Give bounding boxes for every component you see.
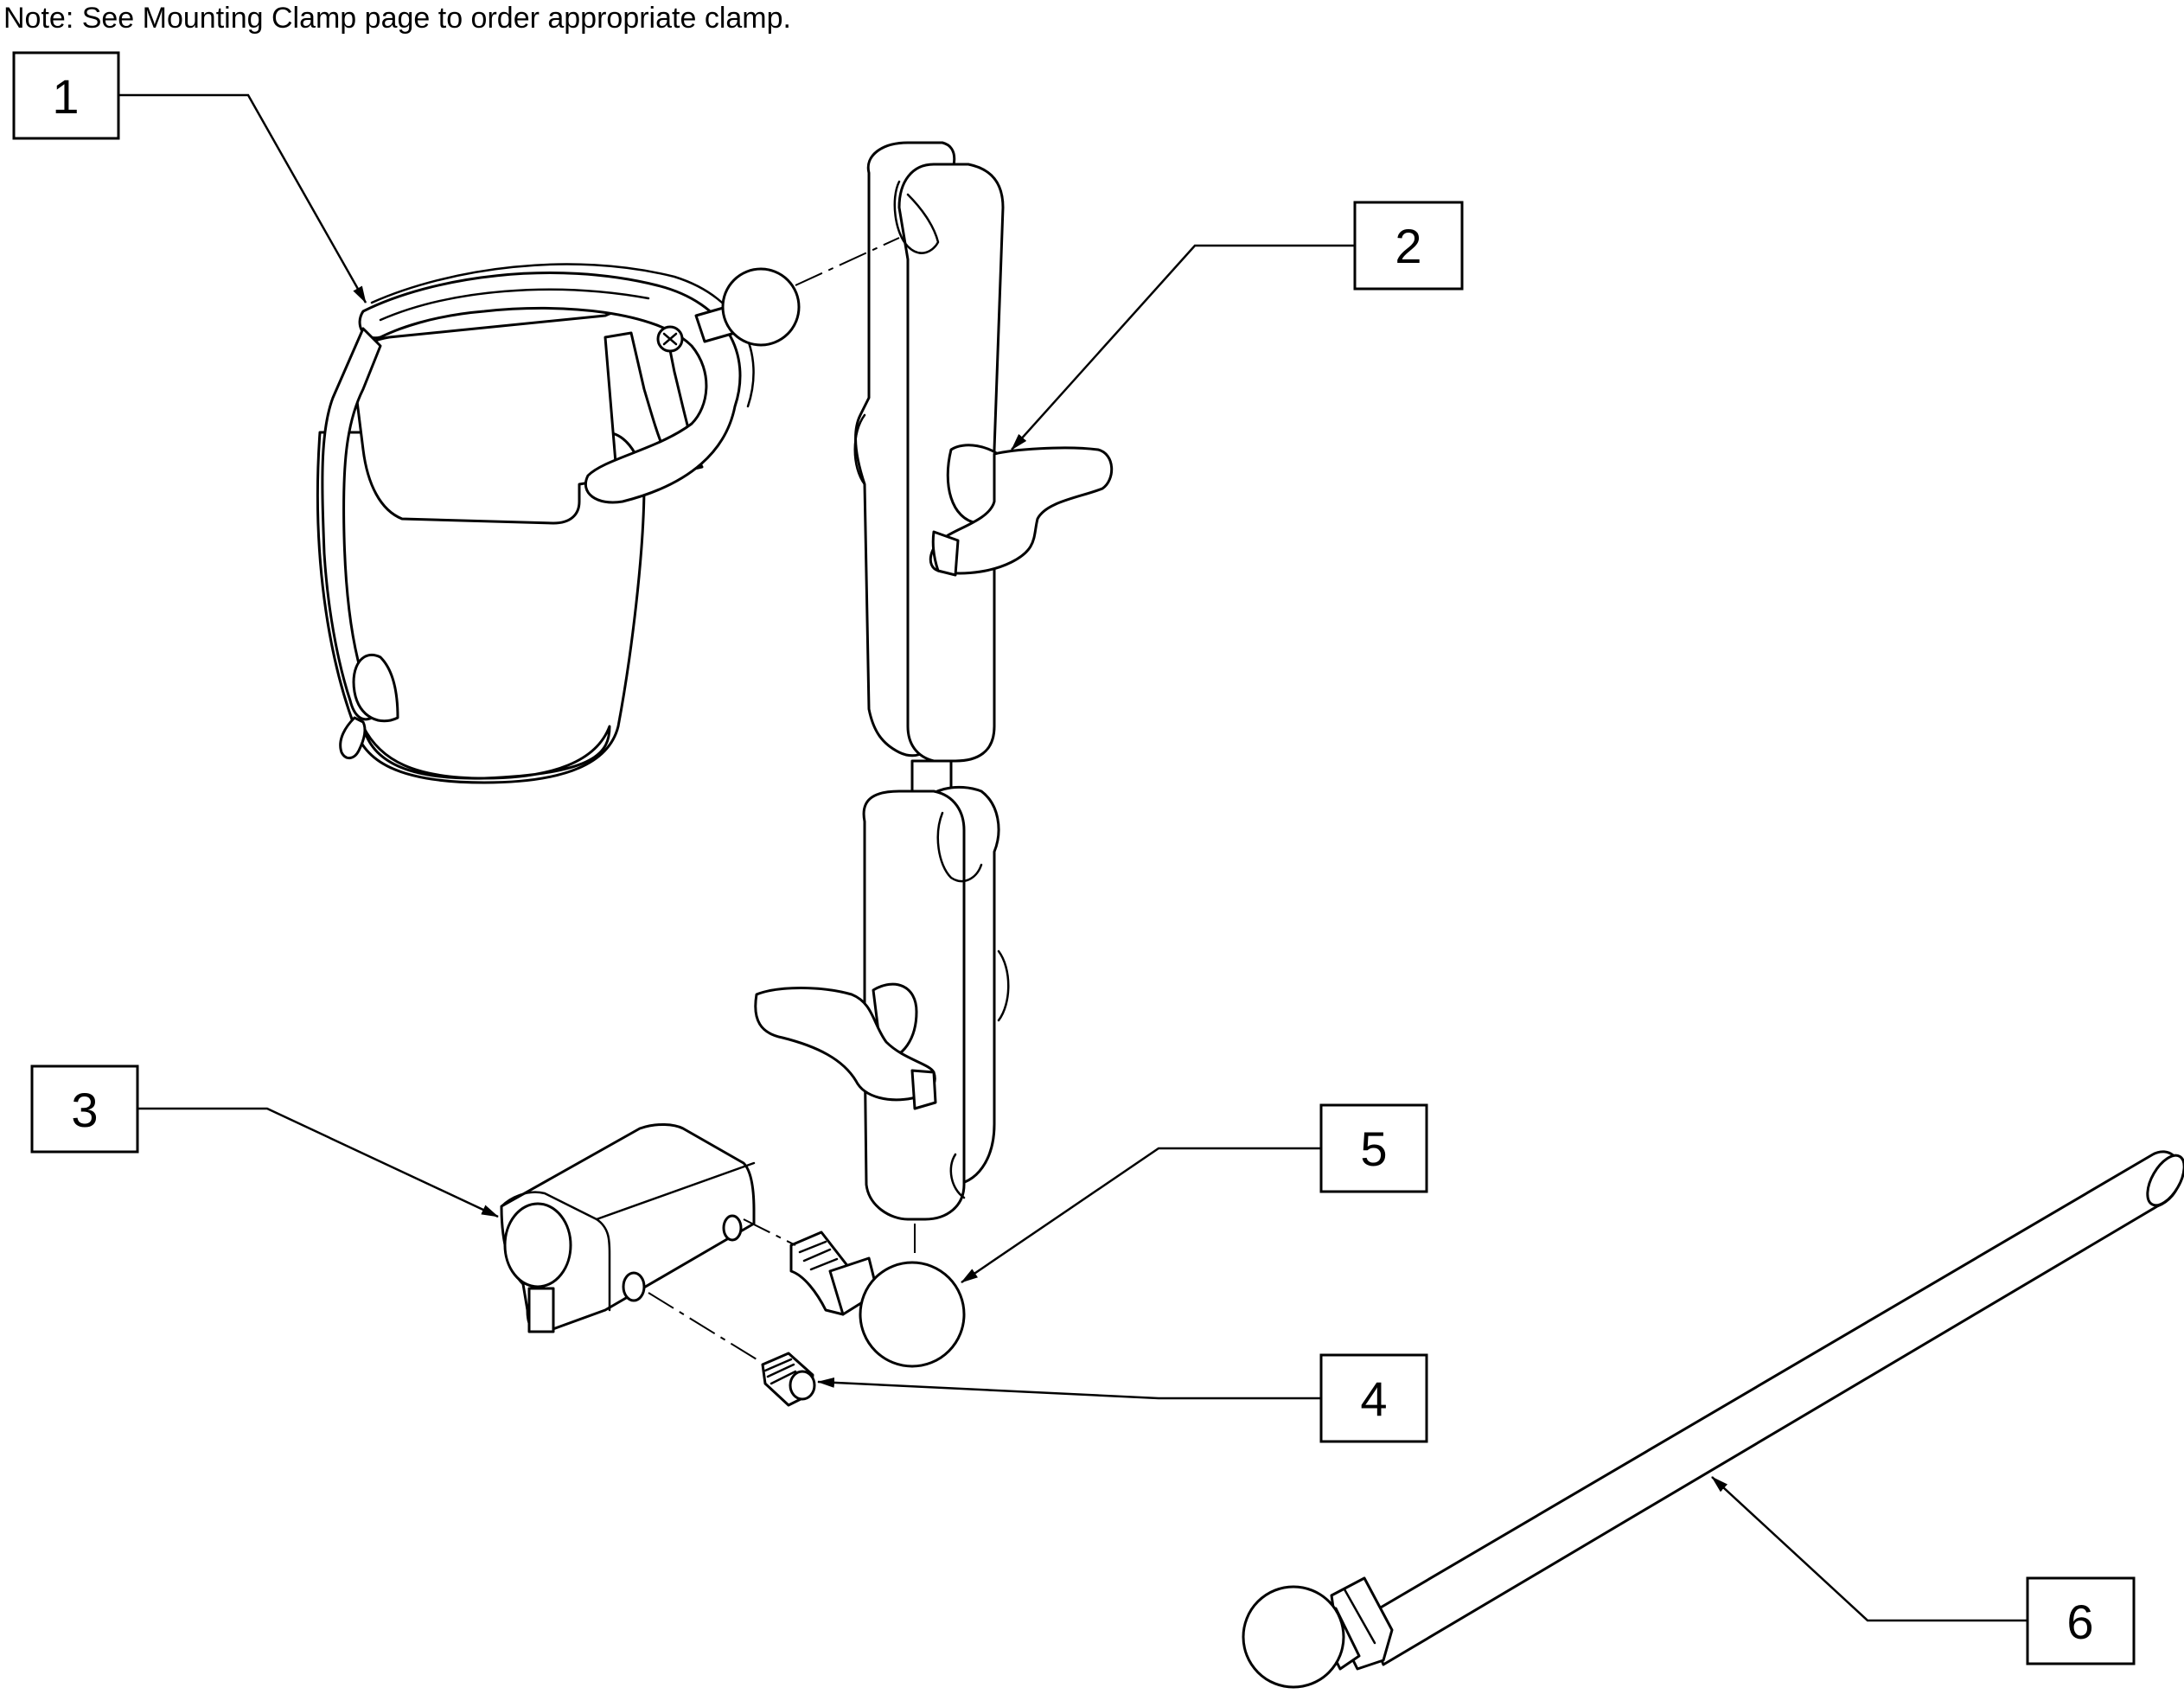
callout-label-4: 4 [1360,1371,1387,1426]
leader-line-6 [1711,1476,2028,1622]
callout-3: 3 [30,1064,139,1154]
callout-label-5: 5 [1360,1122,1387,1176]
callout-label-3: 3 [71,1083,98,1137]
socket-screw-part [761,1352,816,1407]
ball-stud-part [789,1231,966,1368]
double-socket-arm-part [754,141,1114,1221]
mounting-clamp-part [500,1123,756,1333]
assembly-line-clamp-to-screw [648,1292,762,1363]
leader-line-4 [817,1377,1321,1400]
assembly-line-clamp-to-stud [743,1218,796,1246]
leader-line-5 [961,1147,1321,1284]
callout-5: 5 [1319,1103,1428,1193]
leader-line-2 [1011,244,1355,451]
leader-line-1 [118,93,367,304]
extension-rod-part [1242,1150,2184,1689]
callout-1: 1 [12,51,120,140]
leader-line-3 [137,1107,499,1218]
callout-label-1: 1 [52,69,79,124]
callout-6: 6 [2026,1576,2136,1665]
callout-label-2: 2 [1395,219,1421,273]
assembly-line-ball-to-arm [795,237,900,286]
callout-label-6: 6 [2066,1595,2093,1649]
cup-holder-part [316,263,801,784]
callout-4: 4 [1319,1353,1428,1443]
callout-2: 2 [1353,201,1464,291]
page-note: Note: See Mounting Clamp page to order a… [3,2,791,35]
